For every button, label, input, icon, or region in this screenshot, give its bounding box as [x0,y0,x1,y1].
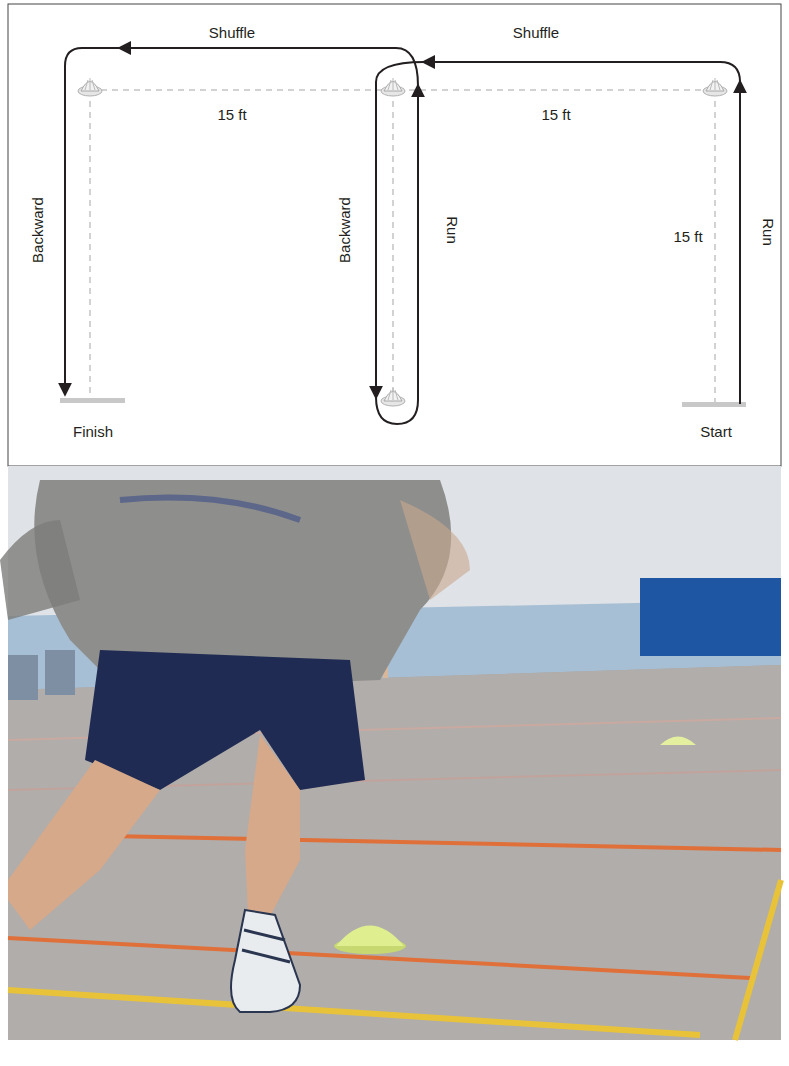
diagram-label: Shuffle [513,25,559,42]
cone [703,78,727,96]
route-arrows [65,48,740,424]
diagram-label: Start [700,424,732,441]
diagram-label: Shuffle [209,25,255,42]
diagram-label: Backward [337,197,354,263]
diagram-label: Run [444,216,461,244]
diagram-label: 15 ft [673,229,702,246]
diagram-label: Finish [73,424,113,441]
guide-lines [90,90,715,402]
diagram-label: 15 ft [541,107,570,124]
start-bar [682,402,746,407]
diagram-label: Backward [30,197,47,263]
gym-photo [0,466,781,1040]
cone [78,78,102,96]
cone [381,388,405,406]
finish-bar [60,398,125,403]
diagram-label: 15 ft [217,107,246,124]
cone [381,78,405,96]
diagram-label: Run [760,218,777,246]
